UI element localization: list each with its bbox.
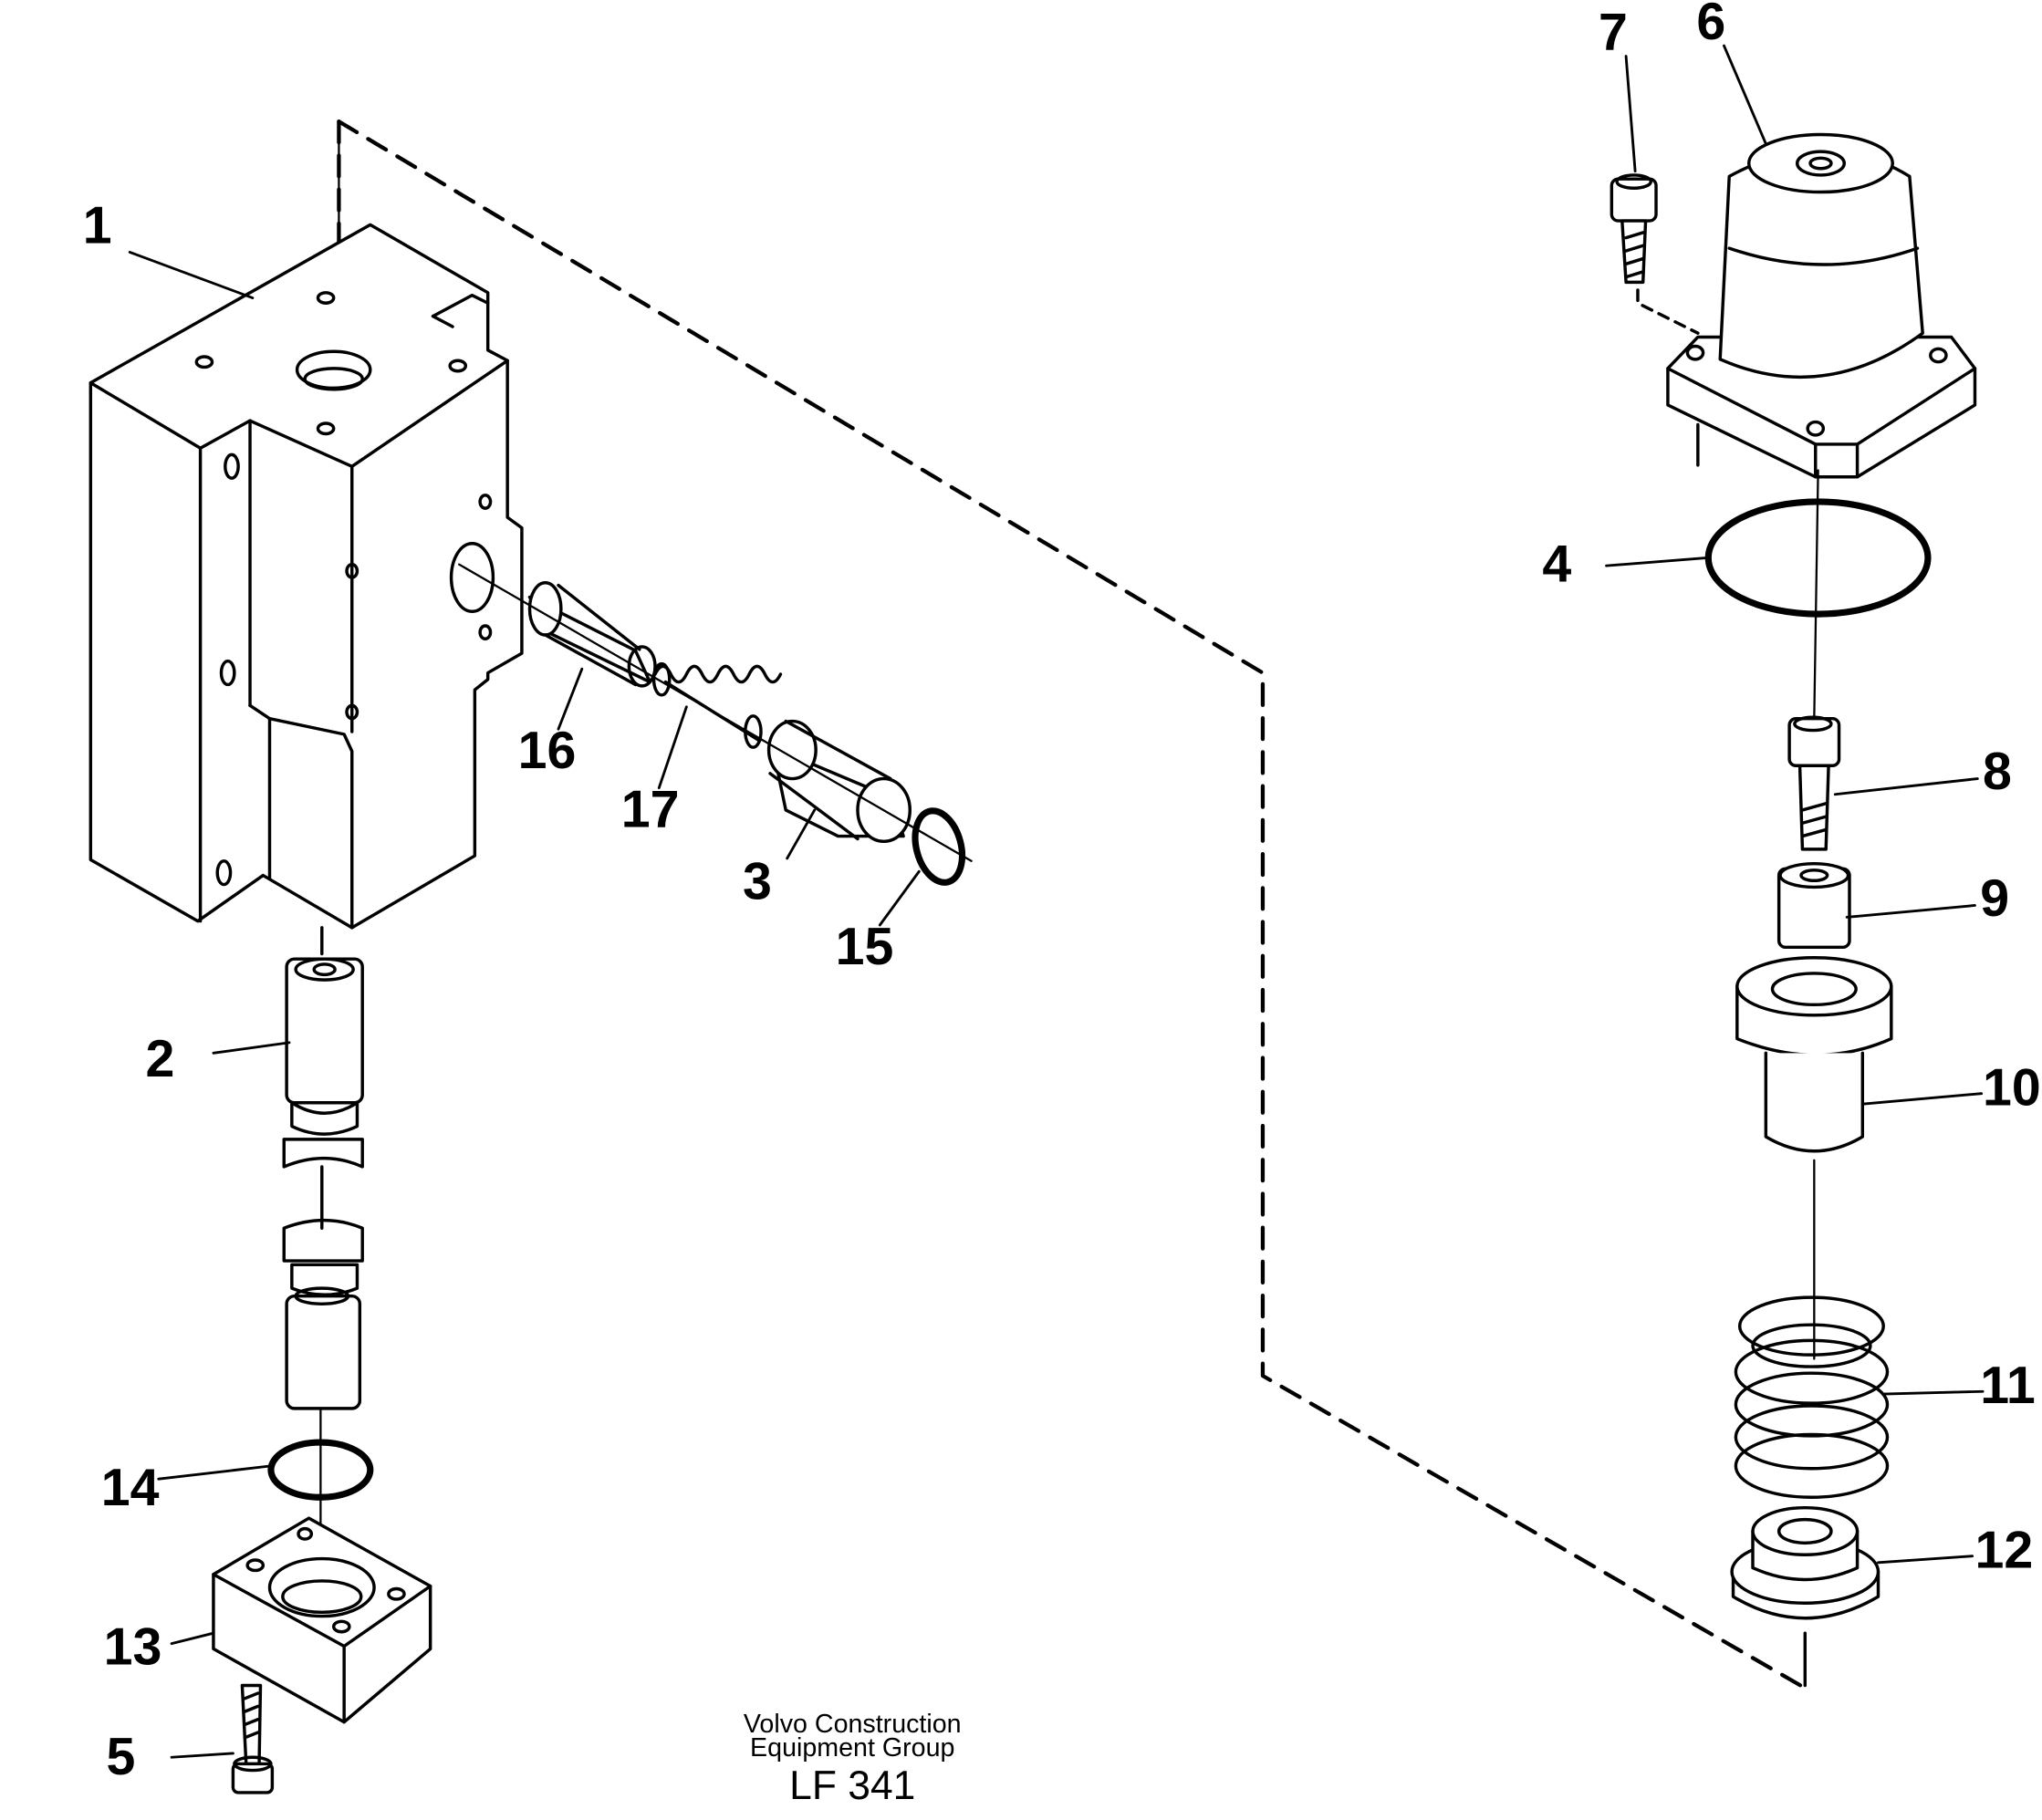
leader-lines [128,44,1985,1759]
spring-part-11 [1734,1295,1890,1499]
piston-part [766,719,912,844]
screw-part-8 [1787,715,1841,851]
drawing-code: LF 341 [789,1763,915,1808]
callout-8: 8 [1983,743,2012,801]
valve-housing-part [89,223,524,930]
callout-12: 12 [1974,1522,2033,1580]
callout-3: 3 [743,852,772,910]
credit-line-1: Volvo Construction [744,1710,962,1739]
callout-10: 10 [1983,1059,2041,1118]
callout-17: 17 [621,781,680,839]
callout-1: 1 [83,196,112,255]
callout-2: 2 [145,1030,174,1088]
callout-5: 5 [106,1728,135,1786]
o-ring-part-15 [912,807,966,886]
spring-seat-part-10 [1735,956,1893,1153]
retainer-part-9 [1776,861,1851,950]
axis-line [458,563,973,862]
callout-14: 14 [101,1459,160,1517]
assembly-dashed-line-segment [337,120,1808,1690]
axis-line-3 [1813,469,1819,720]
callout-13: 13 [104,1618,162,1677]
callout-15: 15 [836,918,894,976]
callout-6: 6 [1696,0,1725,51]
bolt-part-7 [1610,173,1700,335]
callout-16: 16 [518,722,577,780]
bolt-part-5 [231,1683,275,1794]
callout-11: 11 [1980,1357,2036,1415]
spool-part [282,926,364,1410]
cover-block-part [212,1516,432,1724]
callout-7: 7 [1599,3,1628,61]
cover-cap-part [1666,132,1977,479]
callout-4: 4 [1542,535,1571,593]
spring-seat-part-12 [1730,1505,1881,1688]
credit-line-2: Equipment Group [750,1733,954,1763]
sleeve-part [527,581,657,688]
callout-9: 9 [1980,869,2009,928]
spring-part [651,661,783,749]
